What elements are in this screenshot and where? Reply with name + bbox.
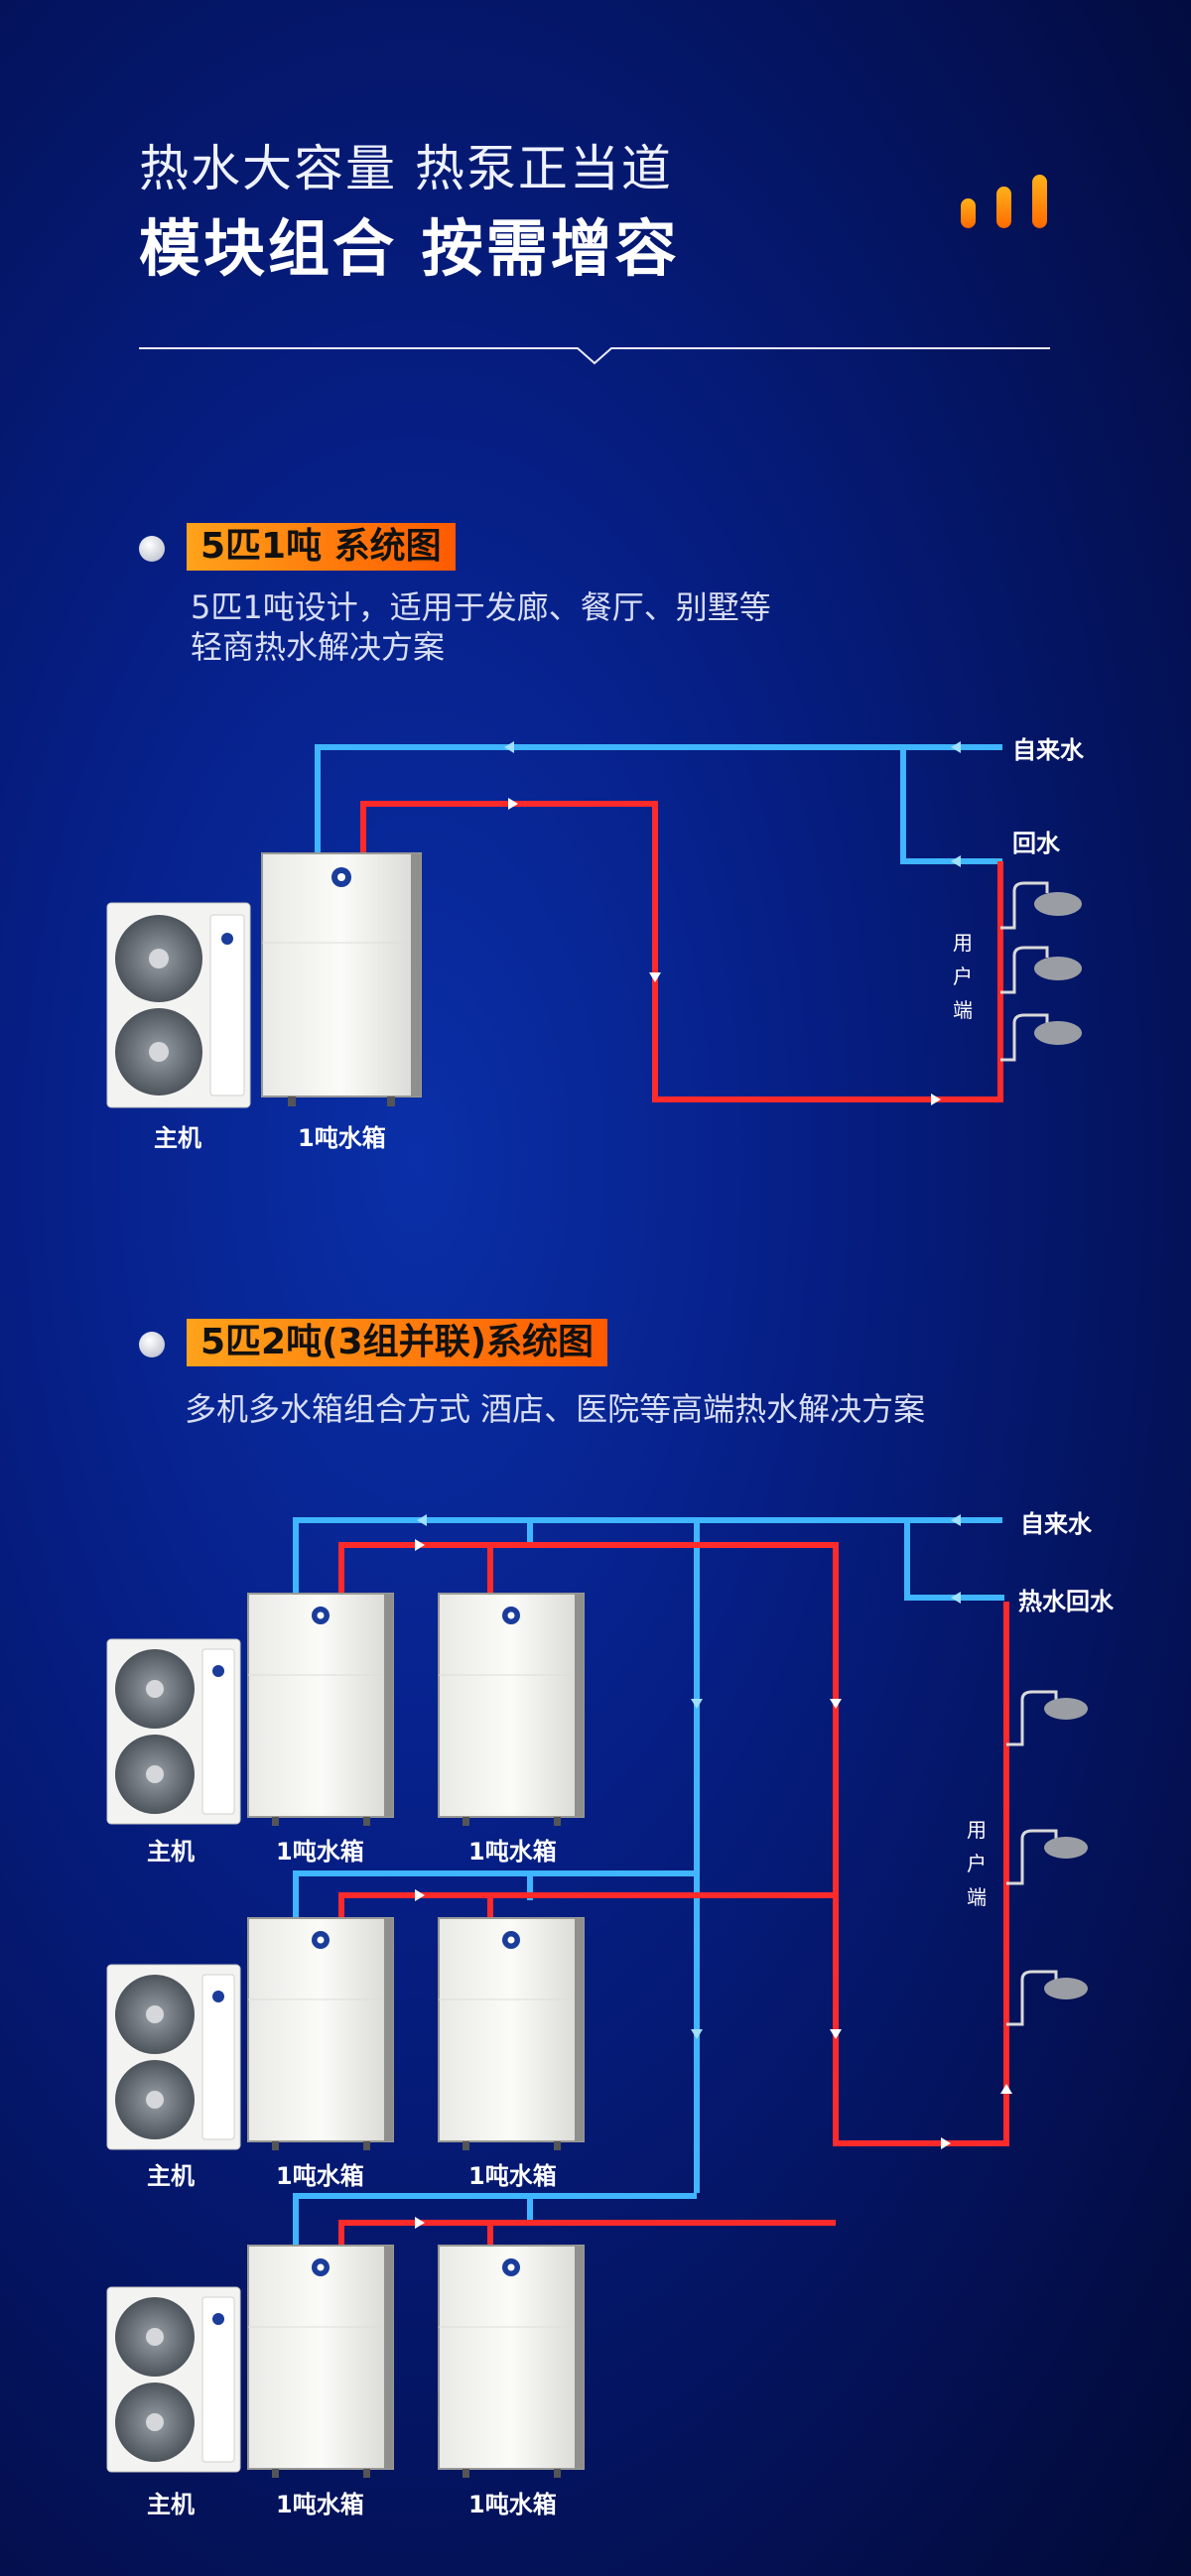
s1-host-unit [106,902,251,1108]
s2-label-user-3: 端 [967,1885,987,1909]
heading-title: 模块组合 按需增容 [139,212,680,285]
s2-host-unit-1 [106,1638,241,1825]
s1-cold-pipe [315,744,1002,864]
s2-label-user-2: 户 [967,1852,987,1875]
section2-tag: 5匹2吨(3组并联)系统图 [187,1319,608,1366]
s2-tank-3a [247,2245,394,2479]
s2-row3-label-host: 主机 [147,2491,195,2518]
s1-label-tank: 1吨水箱 [298,1124,386,1152]
s1-label-tap-water: 自来水 [1012,736,1084,764]
s2-row1-label-host: 主机 [147,1838,195,1866]
header-divider [139,347,1050,365]
s1-label-host: 主机 [154,1124,201,1152]
s2-row2-label-tank-a: 1吨水箱 [276,2162,364,2190]
s2-label-hot-return: 热水回水 [1018,1588,1114,1615]
s2-tank-3b [438,2245,585,2479]
s2-label-tap-water: 自来水 [1020,1510,1092,1538]
s2-cold-pipe [293,1517,1004,2246]
s1-tank [261,852,422,1106]
s2-tank-1a [247,1593,394,1827]
section1-bullet-icon [139,536,165,562]
s2-row3-label-tank-a: 1吨水箱 [276,2491,364,2518]
s2-host-unit-2 [106,1964,241,2150]
section2-bullet-icon [139,1332,165,1357]
s2-hot-pipe [338,1542,1009,2246]
s1-label-user-3: 端 [953,998,973,1022]
section2-diagram [106,1514,1088,2479]
heading-subtitle: 热水大容量 热泵正当道 [139,140,673,197]
s2-row2-label-host: 主机 [147,2162,195,2190]
s2-tank-1b [438,1593,585,1827]
s2-row2-label-tank-b: 1吨水箱 [468,2162,557,2190]
s2-label-user-1: 用 [967,1818,987,1842]
s1-label-user-1: 用 [953,931,973,955]
s2-row3-label-tank-b: 1吨水箱 [468,2491,557,2518]
decor-bars-icon [961,169,1050,228]
section2-desc: 多机多水箱组合方式 酒店、医院等高端热水解决方案 [185,1390,926,1428]
s2-row1-label-tank-b: 1吨水箱 [468,1838,557,1866]
section1-diagram [106,741,1082,1108]
s2-row1-label-tank-a: 1吨水箱 [276,1838,364,1866]
s2-tank-2b [438,1917,585,2151]
s1-label-return: 回水 [1012,830,1060,857]
section1-desc-line1: 5匹1吨设计，适用于发廊、餐厅、别墅等 [191,588,771,626]
s2-host-unit-3 [106,2286,241,2473]
section1-tag: 5匹1吨 系统图 [187,523,456,571]
s1-label-user-2: 户 [953,965,973,988]
s2-tank-2a [247,1917,394,2151]
section1-desc-line2: 轻商热水解决方案 [191,628,446,666]
